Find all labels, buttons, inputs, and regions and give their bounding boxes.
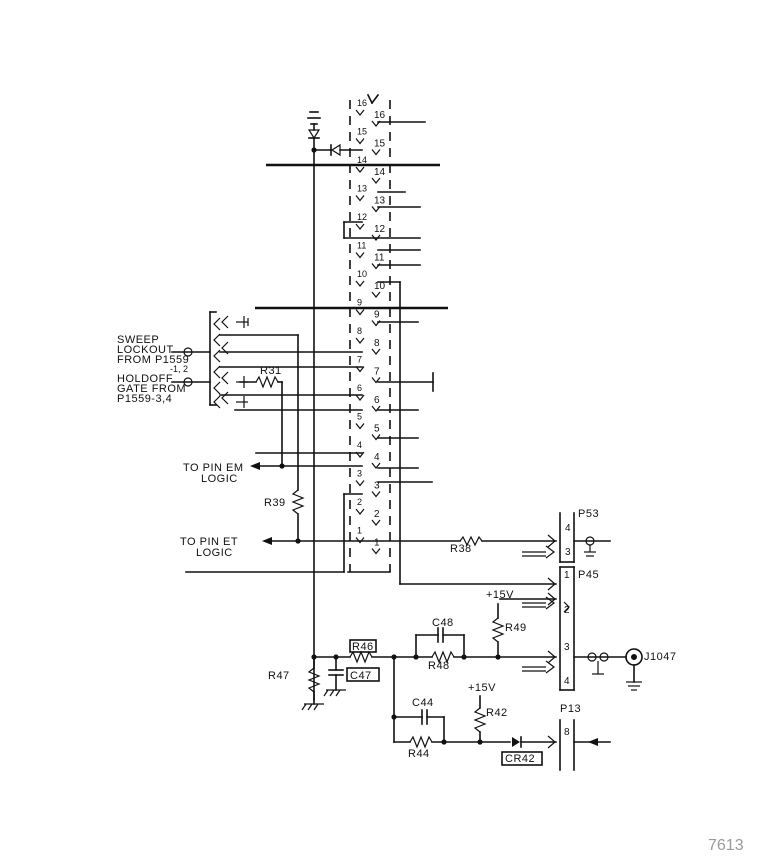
header-pin-left-label: 3 xyxy=(357,469,362,479)
header-contact-left xyxy=(356,253,364,258)
header-pin-left-label: 13 xyxy=(357,184,367,194)
em-logic-label: LOGIC xyxy=(201,473,238,485)
r47-label: R47 xyxy=(268,670,290,682)
header-contact-right xyxy=(372,549,380,554)
r42-label: R42 xyxy=(486,707,508,719)
r39-label: R39 xyxy=(264,497,286,509)
header-contact-left xyxy=(356,139,364,144)
header-pin-left-label: 9 xyxy=(357,298,362,308)
header-pin-right-label: 7 xyxy=(374,367,380,378)
header-contact-left xyxy=(356,281,364,286)
r48-label: R48 xyxy=(428,660,450,672)
header-pin-right-label: 12 xyxy=(374,224,386,235)
r31-resistor xyxy=(240,377,285,469)
r31-label: R31 xyxy=(260,365,282,377)
header-contact-left xyxy=(356,481,364,486)
c44-label: C44 xyxy=(412,697,434,709)
p45-pin-4: 4 xyxy=(564,676,570,687)
header-contact-left xyxy=(356,424,364,429)
header-pin-labels-left: 16 15 14 13 12 11 10 9 8 7 6 5 4 3 2 1 xyxy=(357,98,367,536)
p53-pin-3: 3 xyxy=(565,547,571,558)
r38-resistor xyxy=(460,535,556,547)
p45-pin-2: 2 xyxy=(564,605,570,616)
plus15v-label-b: +15V xyxy=(468,682,496,694)
c48-label: C48 xyxy=(432,617,454,629)
header-pin-right-label: 14 xyxy=(374,167,386,178)
header-contact-left xyxy=(356,509,364,514)
cr42-label: CR42 xyxy=(505,753,535,765)
p53-pin-4: 4 xyxy=(565,523,571,534)
header-pin-left-label: 16 xyxy=(357,98,367,108)
p13-label: P13 xyxy=(560,703,581,715)
header-contact-right xyxy=(372,492,380,497)
p1559-pins-34-label: P1559-3,4 xyxy=(117,393,172,405)
header-contact-right xyxy=(372,150,380,155)
p45-pin-1: 1 xyxy=(564,570,570,581)
r44-label: R44 xyxy=(408,748,430,760)
header-pin-right-label: 16 xyxy=(374,110,386,121)
header-pin-right-label: 11 xyxy=(374,253,385,264)
r38-label: R38 xyxy=(450,543,472,555)
header-pin-right-label: 15 xyxy=(374,139,386,150)
header-pin-right-label: 13 xyxy=(374,196,386,207)
p45-pin-3: 3 xyxy=(564,642,570,653)
header-pin-right-label: 4 xyxy=(374,452,380,463)
r49-label: R49 xyxy=(505,622,527,634)
j1047-label: J1047 xyxy=(644,651,676,663)
header-contact-right xyxy=(372,520,380,525)
to-pin-em-line xyxy=(250,462,362,470)
top-diode-branch xyxy=(308,112,362,700)
header-pin-left-label: 8 xyxy=(357,326,362,336)
header-pin-left-label: 5 xyxy=(357,412,362,422)
header-pin-left-label: 11 xyxy=(357,241,366,251)
header-pin-left-label: 15 xyxy=(357,127,367,137)
p53-label: P53 xyxy=(578,508,599,520)
header-contact-right xyxy=(372,178,380,183)
header-pin-left-label: 6 xyxy=(357,383,362,393)
header-pin-right-label: 9 xyxy=(374,310,380,321)
header-pin-right-label: 2 xyxy=(374,509,380,520)
header-pin-right-label: 5 xyxy=(374,424,380,435)
header-contact-left xyxy=(356,338,364,343)
header-contact-left xyxy=(356,224,364,229)
header-contact-right xyxy=(372,292,380,297)
et-logic-label: LOGIC xyxy=(196,547,233,559)
bus-lines xyxy=(186,122,448,584)
j1047-jack xyxy=(626,649,642,690)
diagram-labels: SWEEP LOCKOUT FROM P1559 -1, 2 HOLDOFF G… xyxy=(117,334,744,854)
c47-label: C47 xyxy=(350,670,372,682)
plus15v-label-a: +15V xyxy=(486,589,514,601)
header-contact-right xyxy=(372,349,380,354)
watermark: 7613 xyxy=(708,837,744,854)
header-pin-right-label: 8 xyxy=(374,338,380,349)
header-contact-left xyxy=(356,110,364,115)
p45-label: P45 xyxy=(578,569,599,581)
header-contact-left xyxy=(356,167,364,172)
to-pin-et-line xyxy=(262,537,460,545)
header-pin-right-label: 6 xyxy=(374,395,380,406)
header-pin-left-label: 10 xyxy=(357,269,367,279)
header-pin-left-label: 14 xyxy=(357,155,367,165)
header-pin-right-label: 1 xyxy=(374,538,380,549)
header-contact-left xyxy=(356,196,364,201)
header-pin-left-label: 1 xyxy=(357,526,362,536)
p13-pin-8: 8 xyxy=(564,727,570,738)
header-pin-left-label: 2 xyxy=(357,497,362,507)
header-contact-left xyxy=(356,310,364,315)
header-pin-left-label: 4 xyxy=(357,440,362,450)
header-pin-left-label: 7 xyxy=(357,355,362,365)
r46-label: R46 xyxy=(352,641,374,653)
header-pin-left-label: 12 xyxy=(357,212,367,222)
r39-resistor xyxy=(293,490,303,544)
